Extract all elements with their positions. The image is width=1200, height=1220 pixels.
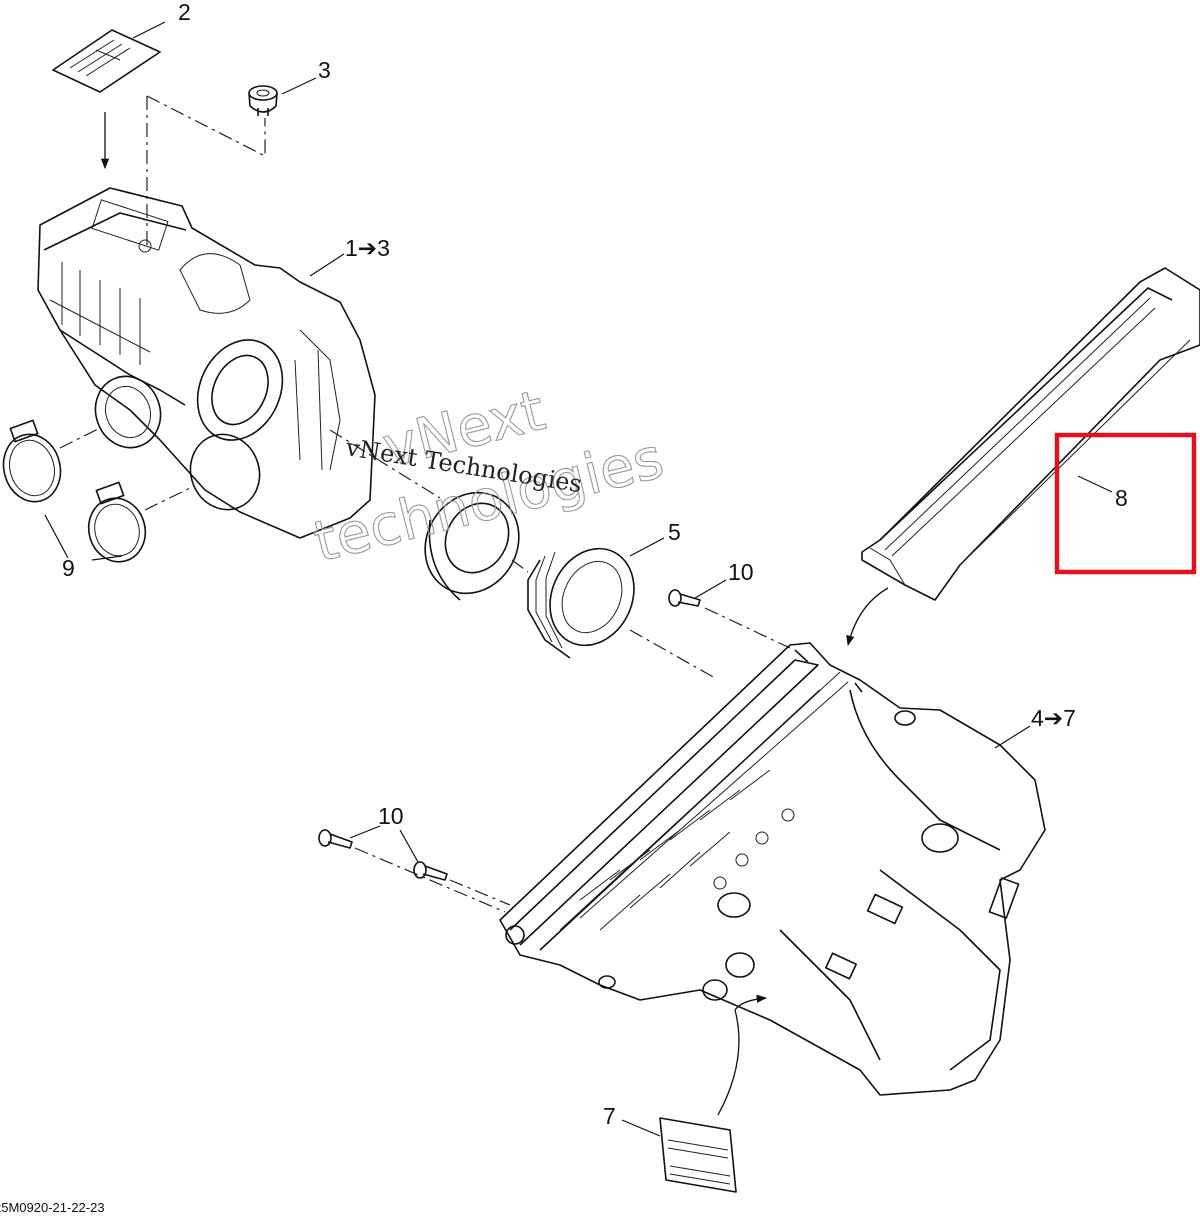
leader-8 bbox=[1077, 475, 1113, 493]
leader-4-7 bbox=[994, 725, 1031, 749]
part-10-screw-upper bbox=[668, 589, 701, 607]
arrow-8-down bbox=[846, 587, 889, 647]
seal-ring bbox=[424, 491, 520, 601]
part-2-decal bbox=[52, 29, 161, 93]
part-5-bellows bbox=[527, 547, 635, 659]
callout-9: 9 bbox=[62, 555, 75, 581]
centerline-10a bbox=[704, 607, 791, 649]
callout-5: 5 bbox=[668, 519, 681, 545]
leader-7 bbox=[621, 1119, 661, 1137]
part-8-cover bbox=[861, 267, 1200, 601]
callout-8: 8 bbox=[1115, 485, 1128, 511]
leader-9 bbox=[44, 514, 123, 561]
callout-3: 3 bbox=[318, 57, 331, 83]
callout-10b: 10 bbox=[378, 803, 404, 829]
centerline-3 bbox=[146, 95, 266, 250]
callout-1-3: 1➔3 bbox=[345, 235, 390, 261]
leader-10b bbox=[349, 825, 419, 863]
leader-10a bbox=[694, 579, 727, 599]
part-4-airbox-lower bbox=[499, 642, 1046, 1096]
arrow-7-up bbox=[717, 994, 768, 1116]
part-3-grommet bbox=[248, 85, 278, 116]
drawing-code: 25M0920-21-22-23 bbox=[0, 1200, 105, 1215]
leader-3 bbox=[281, 77, 317, 95]
part-1-airbox-upper bbox=[37, 187, 376, 539]
centerline-9 bbox=[59, 427, 191, 511]
leader-2 bbox=[132, 21, 166, 39]
callout-10a: 10 bbox=[728, 559, 754, 585]
leader-5 bbox=[629, 537, 665, 557]
centerline-10b bbox=[354, 847, 511, 913]
centerline-airflow bbox=[329, 429, 716, 679]
part-7-decal bbox=[659, 1117, 737, 1193]
part-9-clamps bbox=[2, 419, 147, 563]
callout-7: 7 bbox=[603, 1103, 616, 1129]
part-10-screws-lower bbox=[318, 829, 448, 881]
highlight-box-part-8 bbox=[1054, 432, 1197, 575]
leader-1-3 bbox=[309, 253, 345, 277]
callout-4-7: 4➔7 bbox=[1031, 705, 1076, 731]
callout-2: 2 bbox=[178, 0, 191, 25]
